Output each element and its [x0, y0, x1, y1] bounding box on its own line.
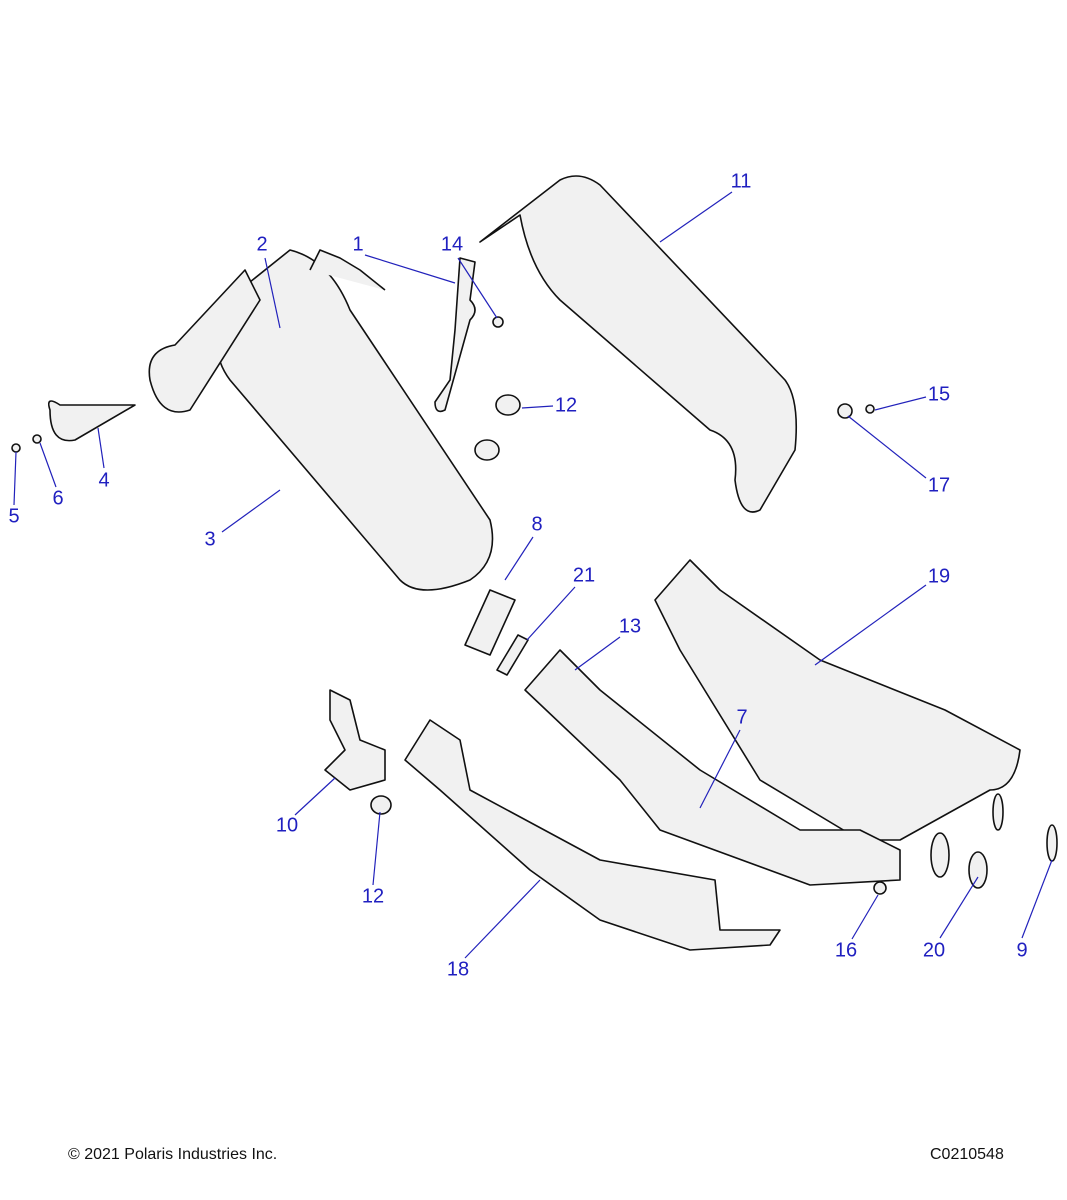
- gasket-ring: [1046, 824, 1058, 862]
- spring: [496, 634, 529, 676]
- copyright-text: © 2021 Polaris Industries Inc.: [68, 1146, 278, 1163]
- screw: [11, 443, 21, 453]
- callout-20: 20: [922, 939, 946, 962]
- callout-2: 2: [256, 233, 268, 256]
- callout-14: 14: [440, 233, 464, 256]
- callout-11: 11: [730, 170, 752, 193]
- nut: [865, 404, 875, 414]
- callout-7: 7: [736, 706, 748, 729]
- head-pipe: [524, 649, 901, 886]
- leader-lines: [13, 191, 1053, 959]
- callout-1: 1: [352, 233, 364, 256]
- callout-13: 13: [618, 615, 642, 638]
- callout-10: 10: [275, 814, 299, 837]
- bracket: [324, 689, 386, 791]
- muffler-inlet: [148, 269, 261, 413]
- callout-16: 16: [834, 939, 858, 962]
- callout-12: 12: [361, 885, 385, 908]
- bracket: [434, 257, 476, 413]
- clamp: [930, 832, 950, 878]
- washer: [837, 403, 853, 419]
- callout-6: 6: [52, 487, 64, 510]
- gasket-ring: [992, 793, 1004, 831]
- grommet: [474, 439, 500, 461]
- callout-12: 12: [554, 394, 578, 417]
- callout-21: 21: [572, 564, 596, 587]
- heat-shield-top: [479, 175, 798, 513]
- callout-5: 5: [8, 505, 20, 528]
- callout-4: 4: [98, 469, 110, 492]
- spark-arrestor: [47, 400, 136, 442]
- callout-3: 3: [204, 528, 216, 551]
- heat-shield-front: [404, 719, 781, 951]
- gasket: [464, 589, 516, 656]
- callout-9: 9: [1016, 939, 1028, 962]
- clamp: [968, 851, 988, 889]
- callout-18: 18: [446, 958, 470, 981]
- callout-17: 17: [927, 474, 951, 497]
- muffler-hanger: [309, 249, 386, 291]
- grommet: [495, 394, 521, 416]
- bolt: [492, 316, 504, 328]
- drawing-id: C0210548: [930, 1146, 1004, 1163]
- callout-8: 8: [531, 513, 543, 536]
- grommet: [370, 795, 392, 815]
- callout-15: 15: [927, 383, 951, 406]
- washer: [32, 434, 42, 444]
- nut: [873, 881, 887, 895]
- callout-19: 19: [927, 565, 951, 588]
